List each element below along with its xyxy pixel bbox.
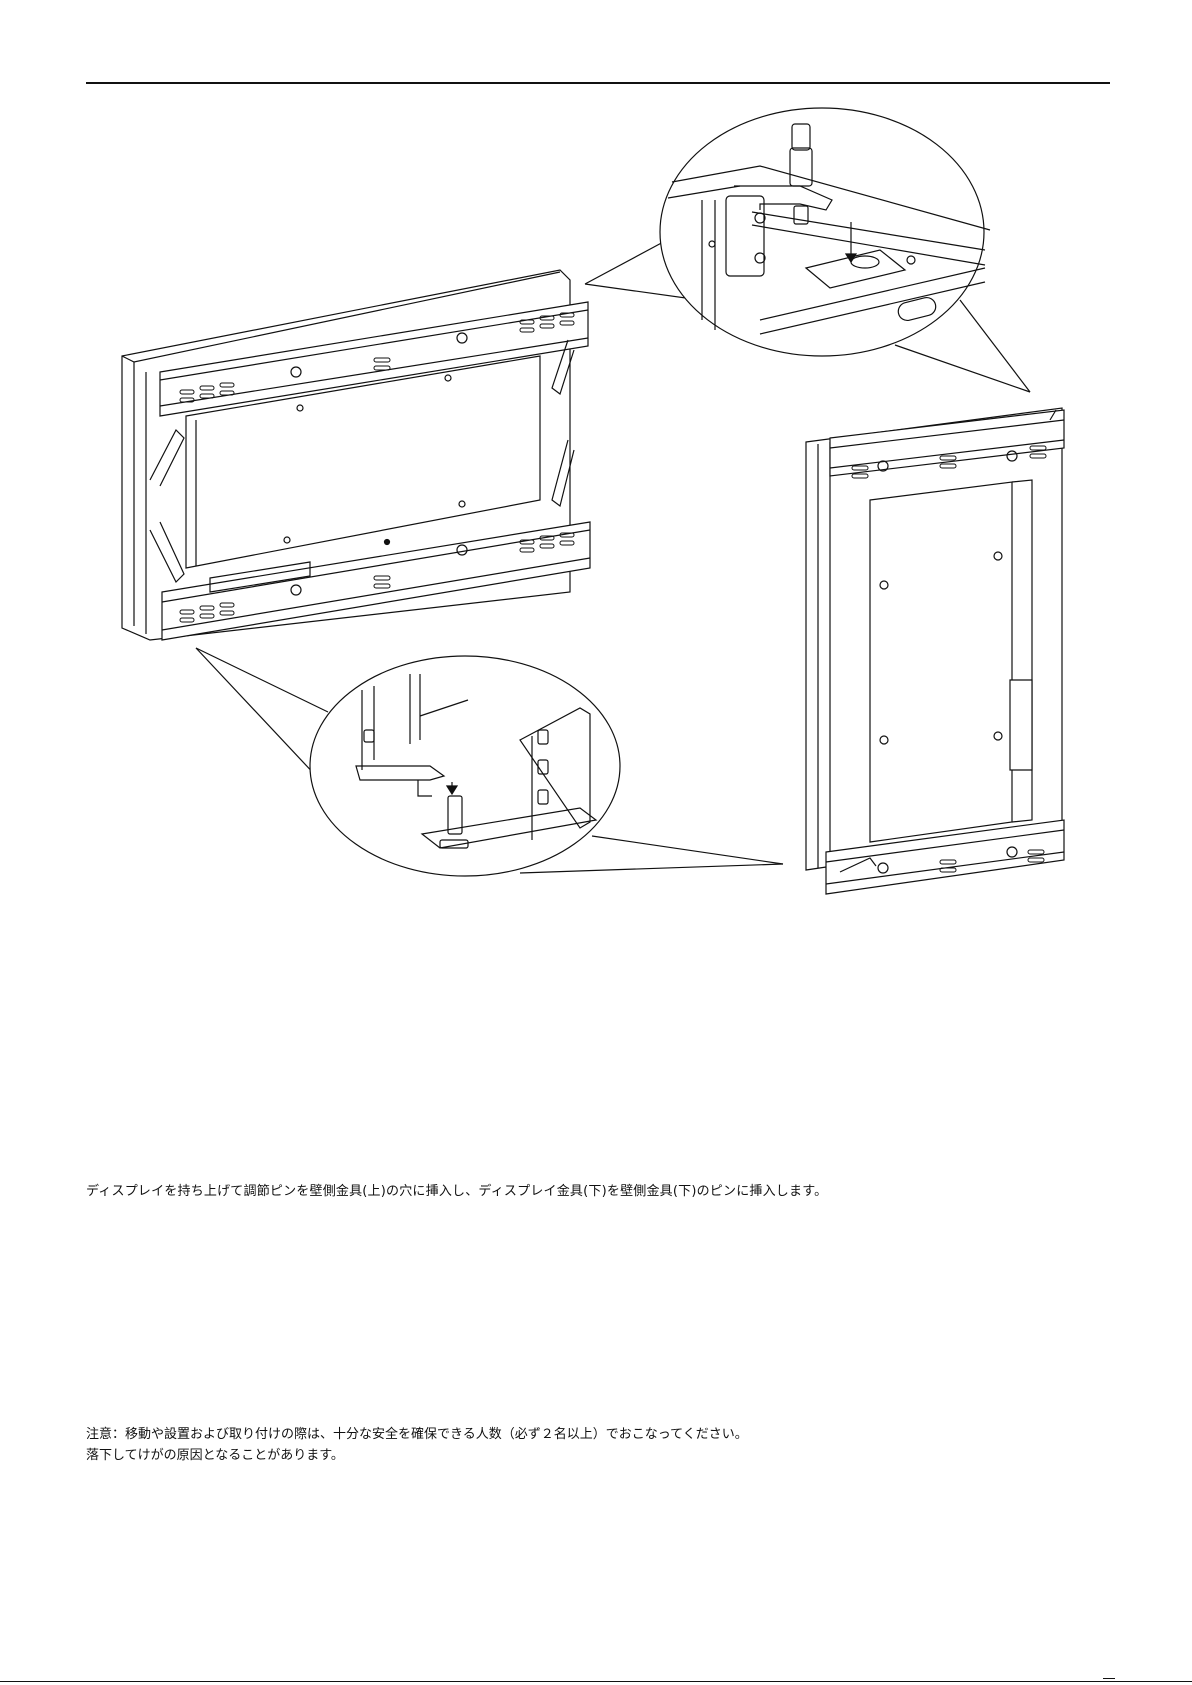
lower-pin-detail: [310, 656, 620, 876]
caution-line-1: 注意：移動や設置および取り付けの際は、十分な安全を確保できる人数（必ず２名以上）…: [86, 1424, 748, 1445]
instruction-text: ディスプレイを持ち上げて調節ピンを壁側金具(上)の穴に挿入し、ディスプレイ金具(…: [86, 1180, 827, 1199]
footer-mark: [1103, 1678, 1115, 1679]
caution-note: 注意：移動や設置および取り付けの際は、十分な安全を確保できる人数（必ず２名以上）…: [86, 1424, 748, 1466]
installation-illustration: [0, 90, 1192, 910]
header-rule: [86, 82, 1110, 84]
caution-line-2: 落下してけがの原因となることがあります。: [86, 1445, 748, 1466]
footer-rule: [0, 1681, 1192, 1682]
display-right-view: [806, 408, 1064, 894]
upper-pin-detail: [660, 108, 990, 356]
display-left-view: [122, 270, 590, 640]
